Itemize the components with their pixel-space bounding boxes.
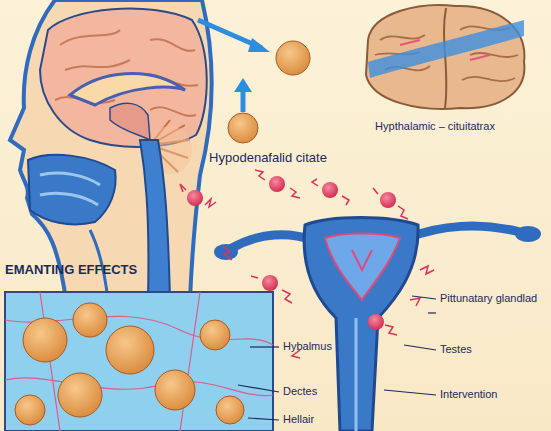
label-text: Hellair <box>283 413 363 426</box>
label-text: EMANTING EFFECTS <box>5 262 175 278</box>
label-text: Intervention <box>440 388 540 401</box>
cell-inset <box>5 292 273 431</box>
label-text: Pittunatary glandlad <box>440 292 540 305</box>
label-text: Testes <box>440 343 540 356</box>
label-text: Hypthalamic – cituitatrax <box>370 120 500 133</box>
leader-lines <box>238 296 436 420</box>
hormone-arrows <box>198 20 310 143</box>
label-text: Dectes <box>283 385 363 398</box>
label-text: Hypodenafalid citate <box>183 150 353 166</box>
brain-illustration <box>366 5 524 109</box>
head-illustration <box>10 0 212 300</box>
label-text: Hybalmus <box>283 340 363 353</box>
hormone-particles <box>168 170 434 358</box>
